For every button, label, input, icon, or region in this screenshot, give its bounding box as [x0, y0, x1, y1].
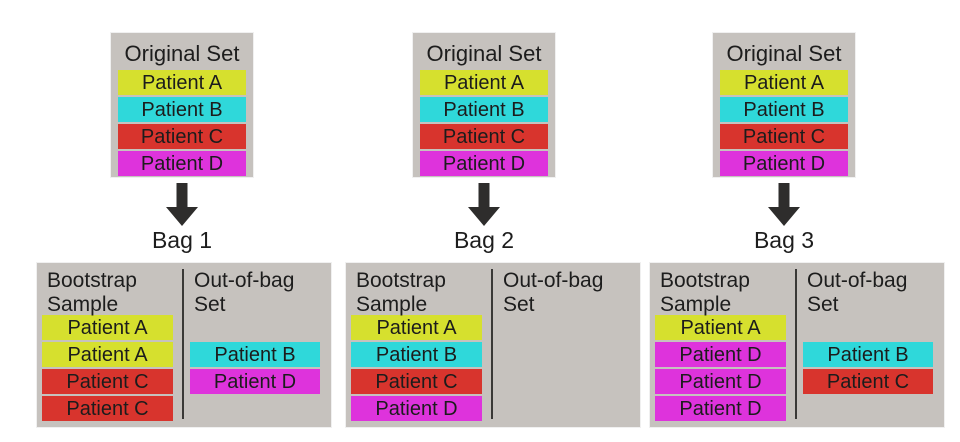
original-set-title: Original Set [124, 41, 240, 66]
bootstrap-header-line-2: Sample [47, 293, 119, 316]
bootstrap-row: Patient D [655, 342, 786, 367]
bag-box: Bootstrap Sample Patient A Patient D Pat… [650, 263, 944, 427]
down-arrow-icon [768, 183, 800, 226]
oob-set-header: Out-of-bag Set [797, 263, 944, 316]
oob-empty-slot [190, 315, 320, 340]
down-arrow-icon [166, 183, 198, 226]
original-set-box: Original Set Patient A Patient B Patient… [111, 33, 253, 177]
bootstrap-row: Patient A [42, 315, 173, 340]
patient-row: Patient B [118, 97, 246, 122]
bootstrap-sample-header: Bootstrap Sample [346, 263, 491, 316]
patient-row: Patient D [420, 151, 548, 176]
bootstrap-header-line-2: Sample [356, 293, 428, 316]
bootstrap-row: Patient D [655, 369, 786, 394]
patient-row: Patient C [420, 124, 548, 149]
bootstrap-row: Patient C [351, 369, 482, 394]
bag-column-1: Original Set Patient A Patient B Patient… [37, 0, 331, 442]
bootstrap-row: Patient B [351, 342, 482, 367]
oob-empty-slot [803, 396, 933, 421]
out-of-bag-section: Out-of-bag Set Patient B Patient D [184, 263, 331, 427]
bootstrap-header-line-2: Sample [660, 293, 732, 316]
oob-empty-slot [499, 315, 629, 340]
patient-row: Patient D [118, 151, 246, 176]
oob-row: Patient D [190, 369, 320, 394]
bootstrap-row: Patient C [42, 396, 173, 421]
oob-empty-slot [499, 342, 629, 367]
oob-row: Patient C [803, 369, 933, 394]
oob-header-line-2: Set [807, 293, 839, 316]
bag-box: Bootstrap Sample Patient A Patient A Pat… [37, 263, 331, 427]
section-divider [795, 269, 797, 419]
bootstrap-section: Bootstrap Sample Patient A Patient A Pat… [37, 263, 182, 427]
oob-header-line-2: Set [194, 293, 226, 316]
oob-header-line-1: Out-of-bag [807, 269, 908, 292]
bag-label: Bag 2 [453, 227, 515, 253]
original-set-title: Original Set [726, 41, 842, 66]
bootstrap-sample-header: Bootstrap Sample [37, 263, 182, 316]
oob-header-line-1: Out-of-bag [194, 269, 295, 292]
bag-label: Bag 1 [151, 227, 213, 253]
bootstrap-row: Patient D [655, 396, 786, 421]
bag-label: Bag 3 [753, 227, 815, 253]
down-arrow-icon [468, 183, 500, 226]
bag-column-3: Original Set Patient A Patient B Patient… [650, 0, 944, 442]
oob-empty-slot [499, 396, 629, 421]
bootstrap-section: Bootstrap Sample Patient A Patient D Pat… [650, 263, 795, 427]
bootstrap-row: Patient A [655, 315, 786, 340]
patient-row: Patient B [720, 97, 848, 122]
original-set-box: Original Set Patient A Patient B Patient… [413, 33, 555, 177]
oob-row: Patient B [803, 342, 933, 367]
oob-header-line-2: Set [503, 293, 535, 316]
bootstrap-sample-header: Bootstrap Sample [650, 263, 795, 316]
oob-row: Patient B [190, 342, 320, 367]
patient-row: Patient A [118, 70, 246, 95]
bag-box: Bootstrap Sample Patient A Patient B Pat… [346, 263, 640, 427]
bootstrap-row: Patient A [42, 342, 173, 367]
out-of-bag-section: Out-of-bag Set [493, 263, 640, 427]
section-divider [182, 269, 184, 419]
oob-empty-slot [190, 396, 320, 421]
patient-row: Patient D [720, 151, 848, 176]
oob-set-header: Out-of-bag Set [184, 263, 331, 316]
patient-row: Patient A [720, 70, 848, 95]
patient-row: Patient C [720, 124, 848, 149]
bag-column-2: Original Set Patient A Patient B Patient… [346, 0, 640, 442]
patient-row: Patient B [420, 97, 548, 122]
bootstrap-header-line-1: Bootstrap [47, 269, 137, 292]
oob-header-line-1: Out-of-bag [503, 269, 604, 292]
bootstrap-row: Patient D [351, 396, 482, 421]
out-of-bag-section: Out-of-bag Set Patient B Patient C [797, 263, 944, 427]
oob-empty-slot [499, 369, 629, 394]
bootstrap-section: Bootstrap Sample Patient A Patient B Pat… [346, 263, 491, 427]
bootstrap-header-line-1: Bootstrap [660, 269, 750, 292]
bootstrap-row: Patient A [351, 315, 482, 340]
bootstrap-row: Patient C [42, 369, 173, 394]
original-set-box: Original Set Patient A Patient B Patient… [713, 33, 855, 177]
bootstrap-header-line-1: Bootstrap [356, 269, 446, 292]
patient-row: Patient C [118, 124, 246, 149]
oob-set-header: Out-of-bag Set [493, 263, 640, 316]
patient-row: Patient A [420, 70, 548, 95]
section-divider [491, 269, 493, 419]
original-set-title: Original Set [426, 41, 542, 66]
oob-empty-slot [803, 315, 933, 340]
